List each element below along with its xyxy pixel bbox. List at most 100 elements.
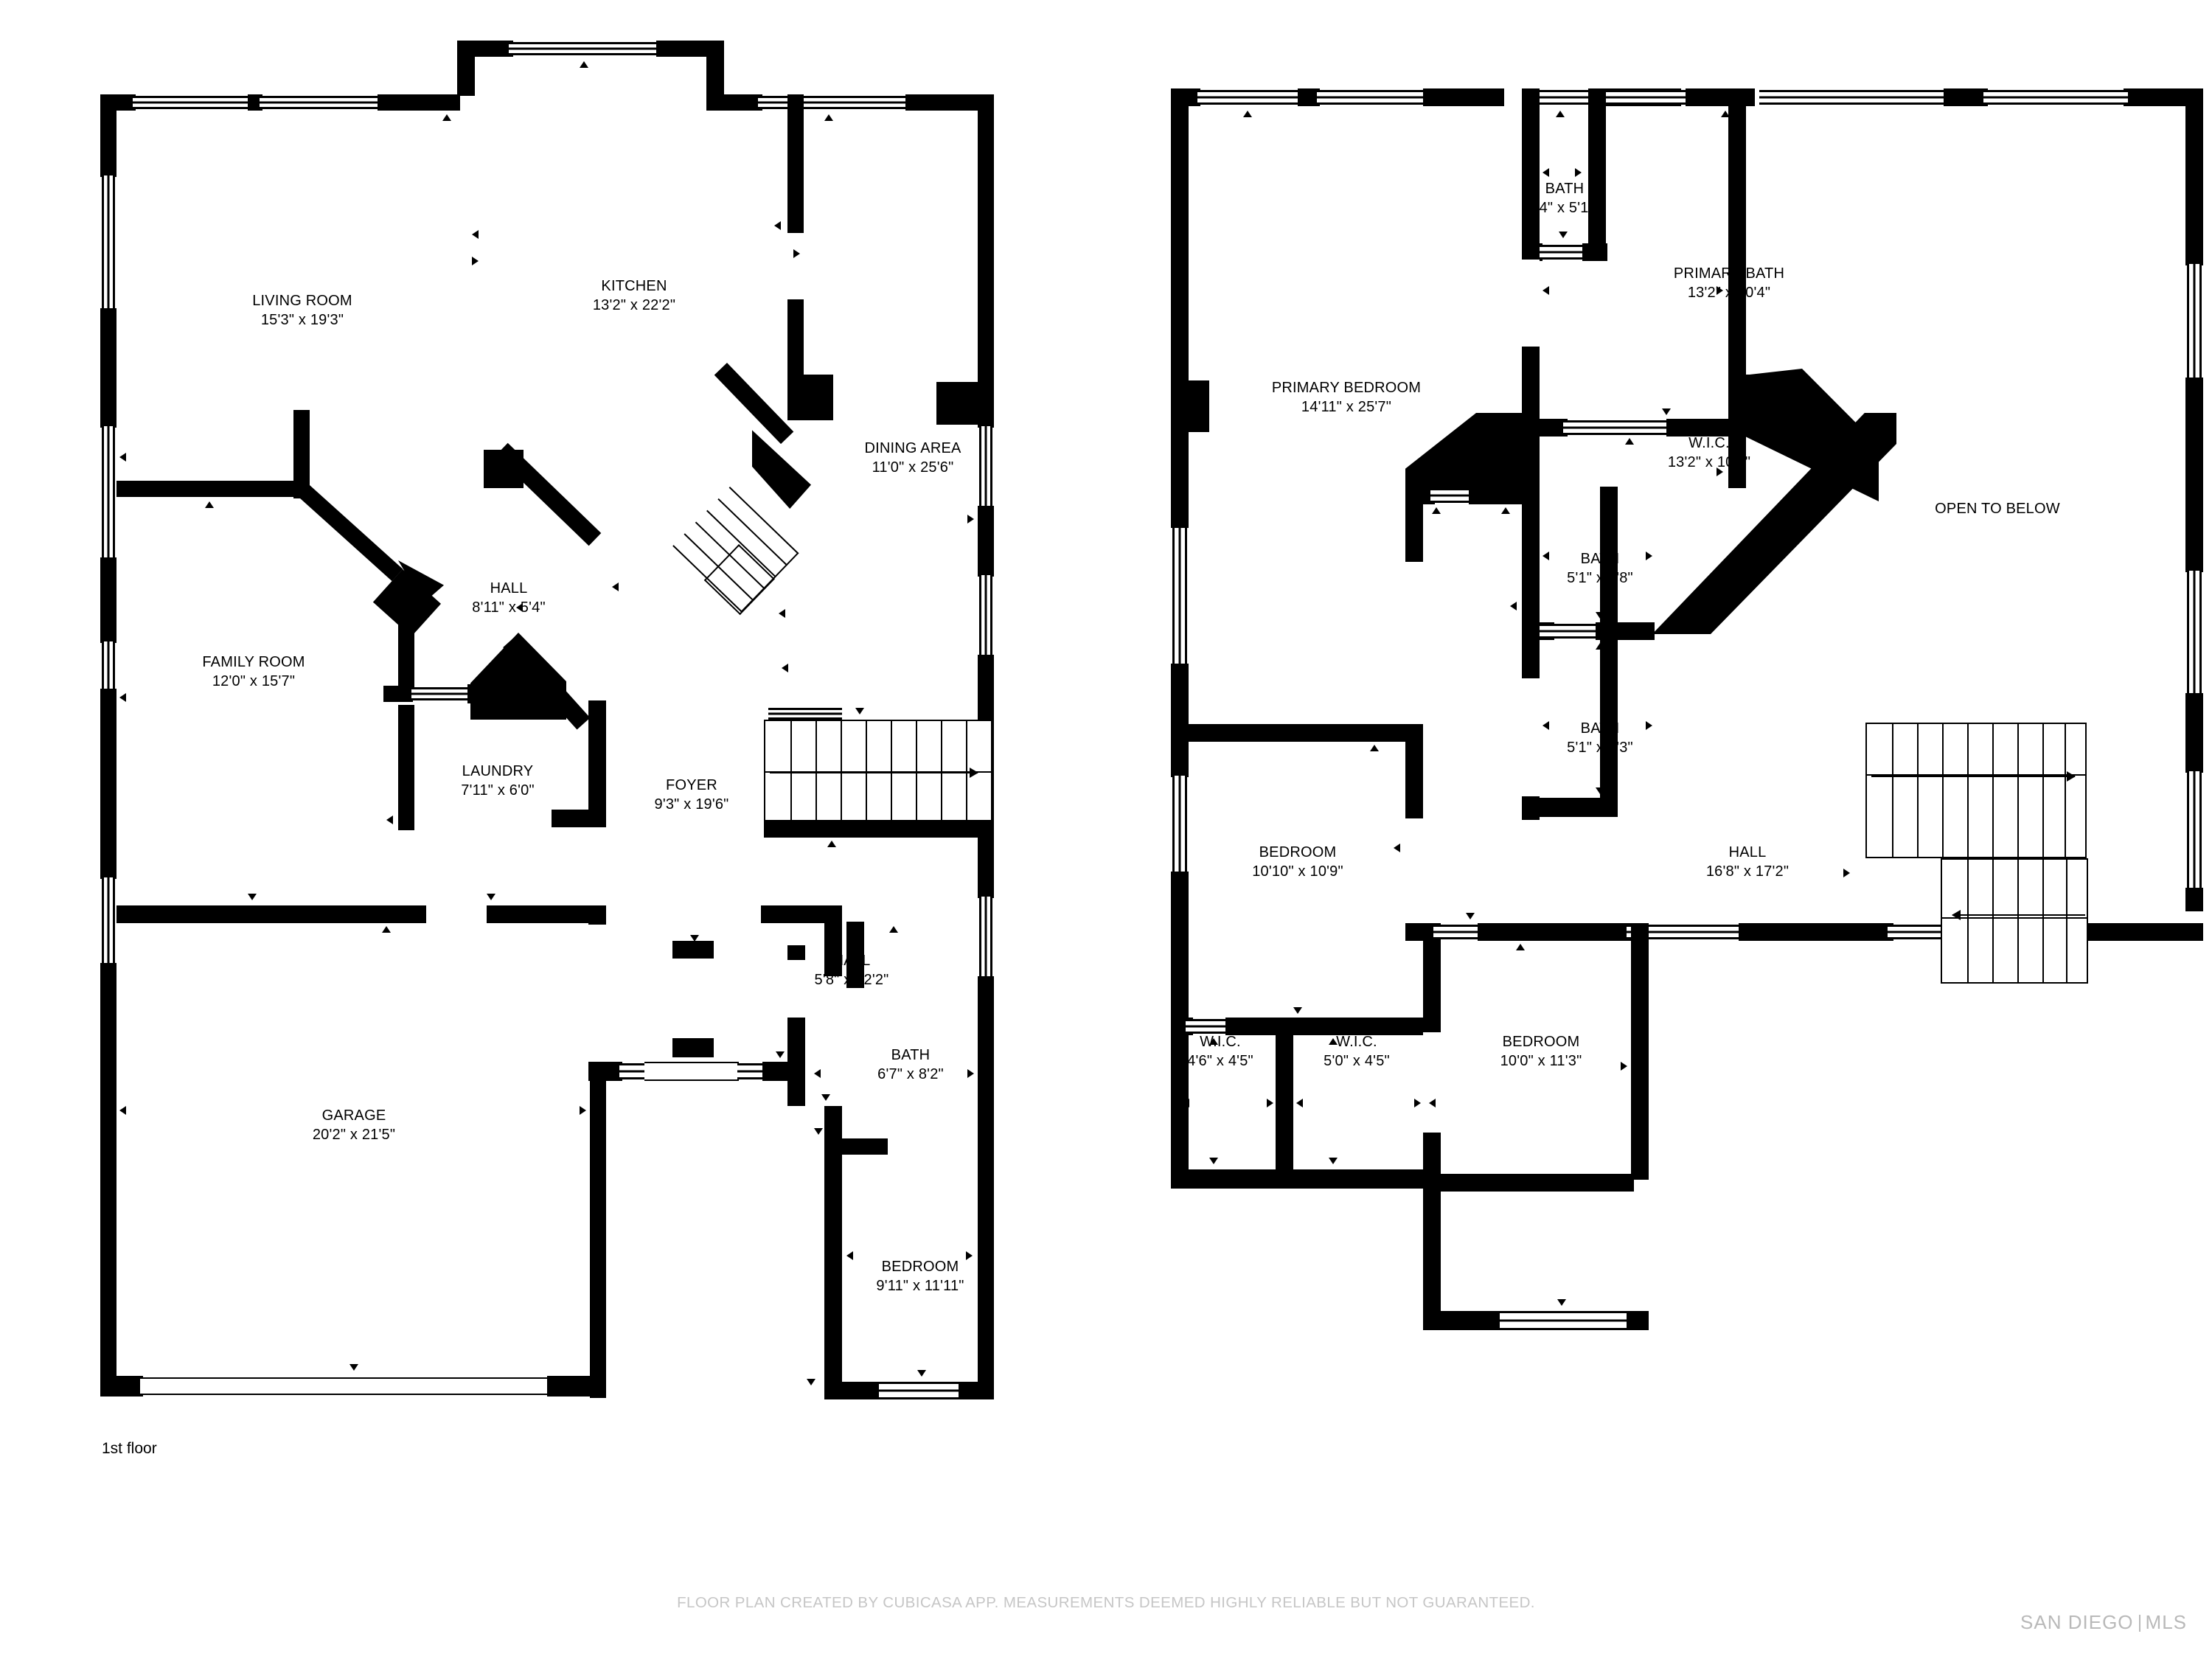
direction-marker: [807, 1379, 815, 1385]
window: [102, 877, 115, 966]
wall: [762, 1062, 805, 1081]
direction-marker: [1243, 111, 1252, 117]
doorway: [761, 838, 777, 907]
wall: [1522, 347, 1540, 423]
logo-text-mls: MLS: [2145, 1611, 2187, 1633]
window: [758, 96, 909, 109]
wall: [1588, 88, 1606, 260]
doorway: [787, 233, 804, 301]
direction-marker: [1596, 787, 1604, 794]
window: [102, 175, 115, 310]
wall: [1423, 1311, 1506, 1330]
wall: [100, 557, 116, 643]
footer-disclaimer: FLOOR PLAN CREATED BY CUBICASA APP. MEAS…: [677, 1594, 1535, 1611]
wall: [100, 849, 116, 879]
wall: [100, 689, 116, 851]
doorway: [1186, 1019, 1230, 1034]
direction-marker: [967, 1069, 974, 1078]
doorway: [1522, 678, 1540, 796]
doorway: [411, 687, 469, 700]
room-label-garage: GARAGE 20'2" x 21'5": [312, 1107, 396, 1143]
window: [979, 426, 992, 507]
direction-marker: [119, 693, 126, 702]
staircase: [764, 720, 992, 823]
wall: [1631, 923, 1649, 1180]
wall: [1600, 640, 1618, 815]
wall: [978, 506, 994, 577]
wall: [2185, 888, 2203, 911]
direction-marker: [1621, 1062, 1627, 1071]
doorway: [1522, 260, 1540, 348]
direction-marker: [1543, 552, 1549, 560]
wall: [1728, 437, 1746, 488]
wall: [824, 905, 842, 976]
room-label-bedroom-3: BEDROOM 10'0" x 11'3": [1500, 1034, 1582, 1069]
wall-column: [1171, 380, 1209, 432]
wall: [706, 94, 762, 111]
room-label-hall-2: HALL 5'8" x 12'2": [814, 953, 889, 988]
wall: [100, 1376, 143, 1397]
wall: [1469, 487, 1525, 504]
room-label-bedroom-1: BEDROOM 9'11" x 11'11": [876, 1259, 964, 1294]
window: [133, 96, 251, 109]
wall: [787, 94, 804, 234]
wall: [846, 922, 864, 988]
direction-marker: [1543, 286, 1549, 295]
wall: [1423, 1183, 1441, 1326]
direction-marker: [1329, 1038, 1338, 1045]
window: [1983, 90, 2128, 105]
doorway: [787, 959, 805, 1023]
direction-marker: [580, 61, 588, 68]
direction-marker: [1432, 507, 1441, 514]
direction-marker: [594, 737, 601, 746]
direction-marker: [846, 1251, 853, 1260]
window: [260, 96, 380, 109]
room-label-primary-bath: PRIMARY BATH 13'2" x 10'4": [1673, 265, 1785, 301]
direction-marker: [793, 249, 800, 258]
wall: [1522, 419, 1568, 437]
direction-marker: [1394, 844, 1400, 852]
wall: [1728, 88, 1746, 420]
direction-marker: [1543, 168, 1549, 177]
direction-marker: [1559, 232, 1568, 238]
window: [1172, 526, 1187, 667]
direction-marker: [1557, 1299, 1566, 1306]
wall: [398, 705, 414, 830]
room-label-family-room: FAMILY ROOM 12'0" x 15'7": [202, 654, 305, 689]
staircase-upper: [1865, 723, 2087, 858]
wall: [1298, 88, 1320, 106]
wall-column: [787, 375, 833, 420]
wall: [1596, 622, 1655, 640]
wall: [378, 94, 460, 111]
direction-marker: [1556, 111, 1565, 117]
wall: [787, 950, 805, 960]
direction-marker: [690, 935, 699, 942]
direction-marker: [1646, 721, 1652, 730]
wall: [2185, 693, 2203, 773]
wall: [978, 1102, 994, 1398]
room-label-foyer: FOYER 9'3" x 19'6": [654, 777, 729, 813]
direction-marker: [349, 1364, 358, 1371]
window: [102, 641, 115, 690]
doorway: [1540, 624, 1599, 639]
room-label-bath-1: BATH 6'7" x 8'2": [877, 1047, 944, 1082]
room-label-bath-upper: BATH 8'4" x 5'11": [1528, 181, 1601, 216]
wall: [590, 1081, 606, 1398]
wall: [1423, 88, 1504, 106]
wall: [547, 1376, 606, 1397]
wall: [552, 810, 606, 827]
window: [879, 1382, 967, 1399]
stair-direction-arrow: [770, 768, 978, 778]
wall: [1171, 1035, 1189, 1186]
wall: [978, 94, 994, 428]
wall: [978, 976, 994, 1102]
doorway: [644, 1062, 739, 1081]
garage-door: [140, 1377, 550, 1395]
wall: [1225, 1018, 1423, 1035]
window: [2187, 771, 2202, 891]
direction-marker: [1183, 1099, 1189, 1107]
direction-marker: [205, 501, 214, 508]
direction-marker: [1414, 1099, 1421, 1107]
